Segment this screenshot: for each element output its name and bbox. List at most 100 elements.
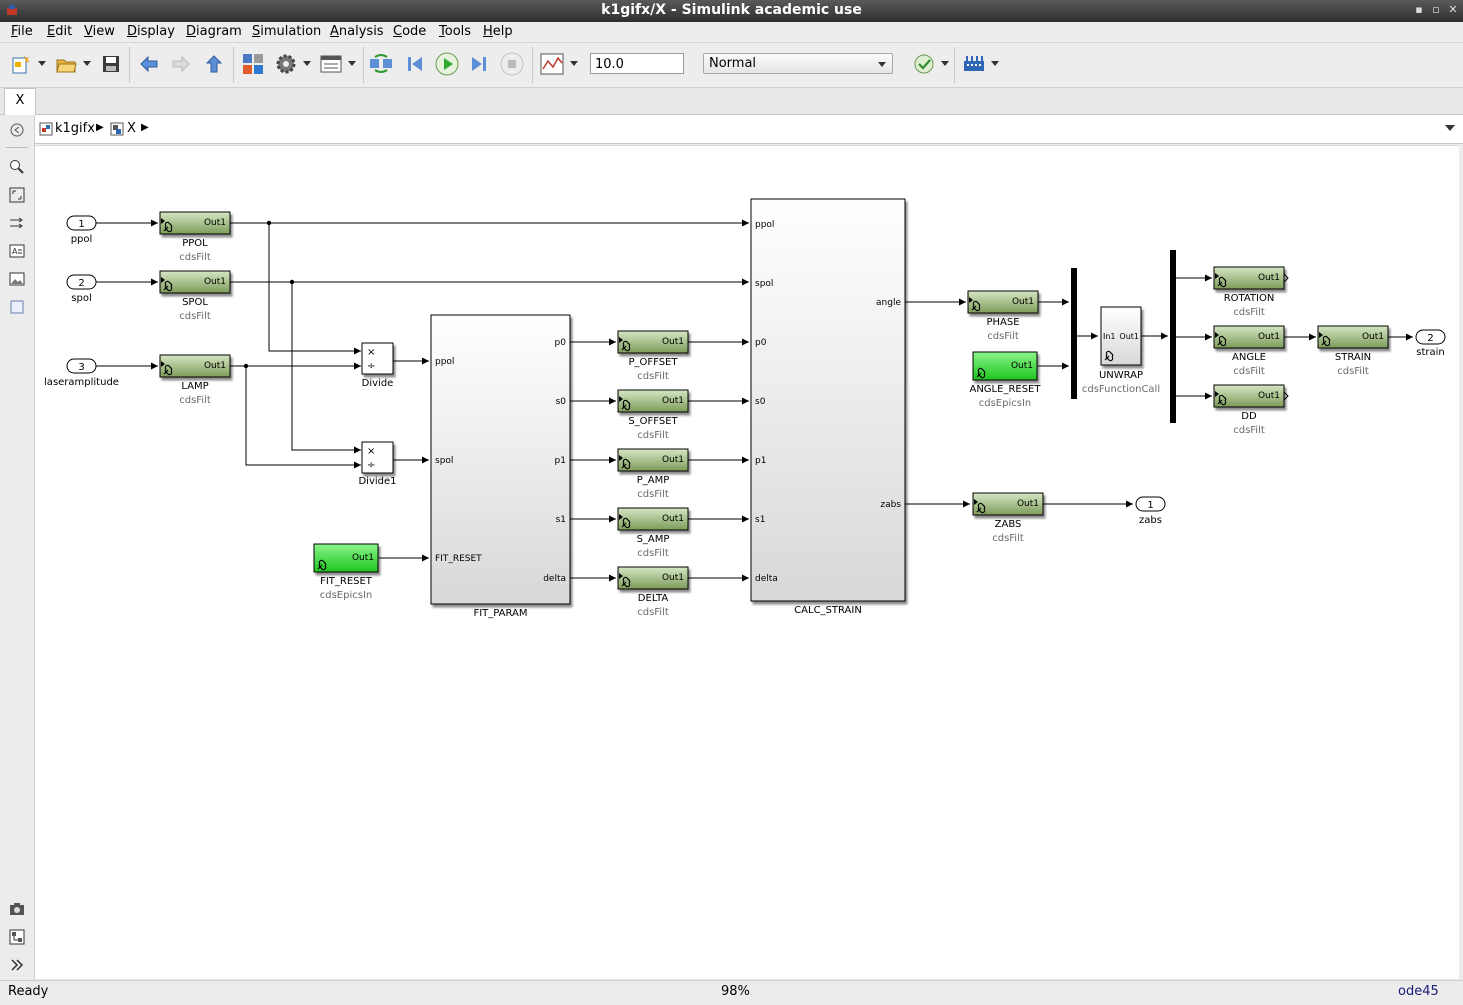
signal-line[interactable] [245,366,361,469]
data-inspector-dropdown-icon[interactable] [570,61,578,66]
stop-time-input[interactable]: 10.0 [590,53,684,74]
back-button[interactable] [136,51,162,77]
zoom-button[interactable] [8,158,26,176]
zoom-icon [10,160,24,174]
maximize-button[interactable]: ▫ [1432,3,1440,16]
model-explorer-dropdown-icon[interactable] [348,61,356,66]
menu-file[interactable]: File [11,24,33,39]
model-advisor-button[interactable] [911,51,937,77]
input-port-marker [1319,332,1323,338]
build-dropdown-icon[interactable] [991,61,999,66]
annotation-button[interactable]: A [8,242,26,260]
input-port-label: ppol [435,357,454,367]
update-diagram-button[interactable] [368,51,394,77]
menu-help[interactable]: Help [483,24,513,39]
tab-x[interactable]: X [4,88,36,115]
step-back-button[interactable] [402,51,428,77]
minimize-button[interactable]: ▪ [1415,3,1423,16]
new-model-dropdown-icon[interactable] [38,61,46,66]
area-button[interactable] [8,298,26,316]
menu-mnemonic: D [186,24,197,39]
close-button[interactable]: ✕ [1448,3,1458,16]
open-button[interactable] [53,51,79,77]
link-icon [621,517,631,529]
menu-analysis[interactable]: Analysis [330,24,384,39]
input-port-label: p0 [755,338,767,348]
divide1-block[interactable]: × ÷ Divide1 [358,441,397,487]
menu-code[interactable]: Code [393,24,427,39]
solver-link[interactable]: ode45 [1398,984,1439,999]
route-lines-button[interactable] [8,214,26,232]
breadcrumb-dropdown-icon[interactable] [1445,125,1455,131]
signal-line[interactable] [268,223,361,355]
inport-ppol[interactable]: 1 ppol [66,215,97,245]
input-port-marker [161,361,165,367]
block-body [1213,266,1285,290]
run-button[interactable] [434,51,460,77]
model-browser-button[interactable] [8,928,26,946]
library-browser-button[interactable] [240,51,266,77]
stop-button[interactable] [499,51,525,77]
simulation-mode-select[interactable]: Normal [703,53,893,74]
build-button[interactable] [961,51,987,77]
step-forward-button[interactable] [466,51,492,77]
unwrap-subsystem[interactable]: In1 Out1 UNWRAP cdsFunctionCall [1082,306,1160,395]
new-model-button[interactable] [8,51,34,77]
open-dropdown-icon[interactable] [83,61,91,66]
menu-tools[interactable]: Tools [439,24,472,39]
divide-block[interactable]: × ÷ Divide [361,342,394,389]
inport-laseramplitude[interactable]: 3 laseramplitude [44,358,119,388]
up-level-button[interactable] [201,51,227,77]
svg-text:A: A [12,247,18,256]
demux-block[interactable] [1170,250,1176,423]
calc-strain-subsystem[interactable]: ppol spol p0 s0 p1 s1 delta angle zabs C… [750,198,906,616]
outport-strain[interactable]: 2 strain [1415,329,1446,358]
model-config-dropdown-icon[interactable] [303,61,311,66]
signal-line[interactable] [291,282,361,454]
model-explorer-button[interactable] [318,51,344,77]
menu-simulation[interactable]: Simulation [252,24,322,39]
fit-param-subsystem[interactable]: ppol spol FIT_RESET p0 s0 p1 s1 delta FI… [430,314,571,619]
snapshot-button[interactable] [8,900,26,918]
expand-palette-button[interactable] [8,956,26,974]
breadcrumb-root[interactable]: k1gifx [55,121,95,136]
diagram-canvas[interactable]: 1 ppol 2 spol 3 laseramplitude 2 strain … [35,145,1459,979]
breadcrumb-child[interactable]: X [127,121,136,136]
image-button[interactable] [8,270,26,288]
outport-zabs[interactable]: 1 zabs [1135,496,1166,526]
block-body [1213,384,1285,408]
input-port-label: delta [755,574,778,584]
mux-block[interactable] [1071,268,1077,399]
model-advisor-dropdown-icon[interactable] [941,61,949,66]
block-name: DD [1241,411,1257,422]
data-inspector-button[interactable] [539,51,565,77]
inport-spol[interactable]: 2 spol [66,274,97,304]
fit-to-view-button[interactable] [8,186,26,204]
block-body [159,211,231,235]
menu-view[interactable]: View [84,24,115,39]
menu-display[interactable]: Display [127,24,175,39]
forward-button[interactable] [168,51,194,77]
input-port-marker [619,337,623,343]
hide-explorer-button[interactable] [8,121,26,139]
save-button[interactable] [98,51,124,77]
menu-diagram[interactable]: Diagram [186,24,242,39]
model-config-button[interactable] [273,51,299,77]
menu-edit[interactable]: Edit [47,24,73,39]
